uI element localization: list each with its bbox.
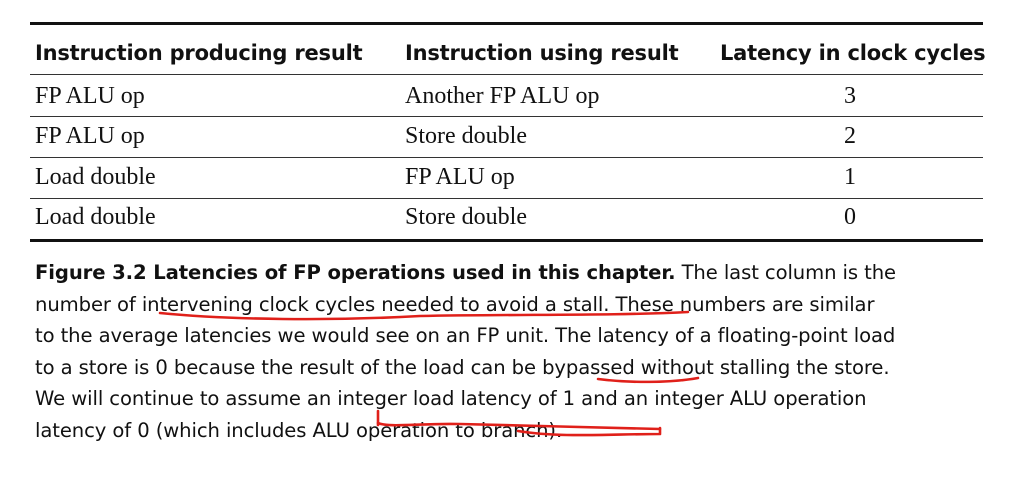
figure-caption: Figure 3.2 Latencies of FP operations us… xyxy=(35,257,995,447)
caption-line: to a store is 0 because the result of th… xyxy=(35,355,890,379)
table-cell-consumer: Store double xyxy=(405,204,527,230)
column-header-latency: Latency in clock cycles xyxy=(720,41,986,65)
caption-text: The last column is the xyxy=(675,261,897,284)
table-cell-producer: FP ALU op xyxy=(35,123,145,149)
table-header-rule xyxy=(30,74,983,75)
table-row-rule xyxy=(30,116,983,117)
table-cell-latency: 0 xyxy=(844,204,856,230)
column-header-consumer: Instruction using result xyxy=(405,41,679,65)
column-header-producer: Instruction producing result xyxy=(35,41,363,65)
caption-line: to the average latencies we would see on… xyxy=(35,324,896,348)
table-cell-producer: Load double xyxy=(35,204,156,230)
caption-line: number of intervening clock cycles neede… xyxy=(35,292,875,316)
table-cell-consumer: Store double xyxy=(405,123,527,149)
caption-line: We will continue to assume an integer lo… xyxy=(35,387,867,411)
table-cell-producer: Load double xyxy=(35,164,156,190)
table-top-rule xyxy=(30,22,983,25)
table-row-rule xyxy=(30,157,983,158)
caption-label: Figure 3.2 Latencies of FP operations us… xyxy=(35,261,676,284)
table-cell-latency: 1 xyxy=(844,164,856,190)
caption-line: Figure 3.2 Latencies of FP operations us… xyxy=(35,257,995,289)
table-cell-latency: 2 xyxy=(844,123,856,149)
table-bottom-rule xyxy=(30,239,983,242)
table-row-rule xyxy=(30,198,983,199)
table-cell-producer: FP ALU op xyxy=(35,83,145,109)
table-cell-latency: 3 xyxy=(844,83,856,109)
table-cell-consumer: FP ALU op xyxy=(405,164,515,190)
caption-line: latency of 0 (which includes ALU operati… xyxy=(35,418,563,442)
table-cell-consumer: Another FP ALU op xyxy=(405,83,600,109)
